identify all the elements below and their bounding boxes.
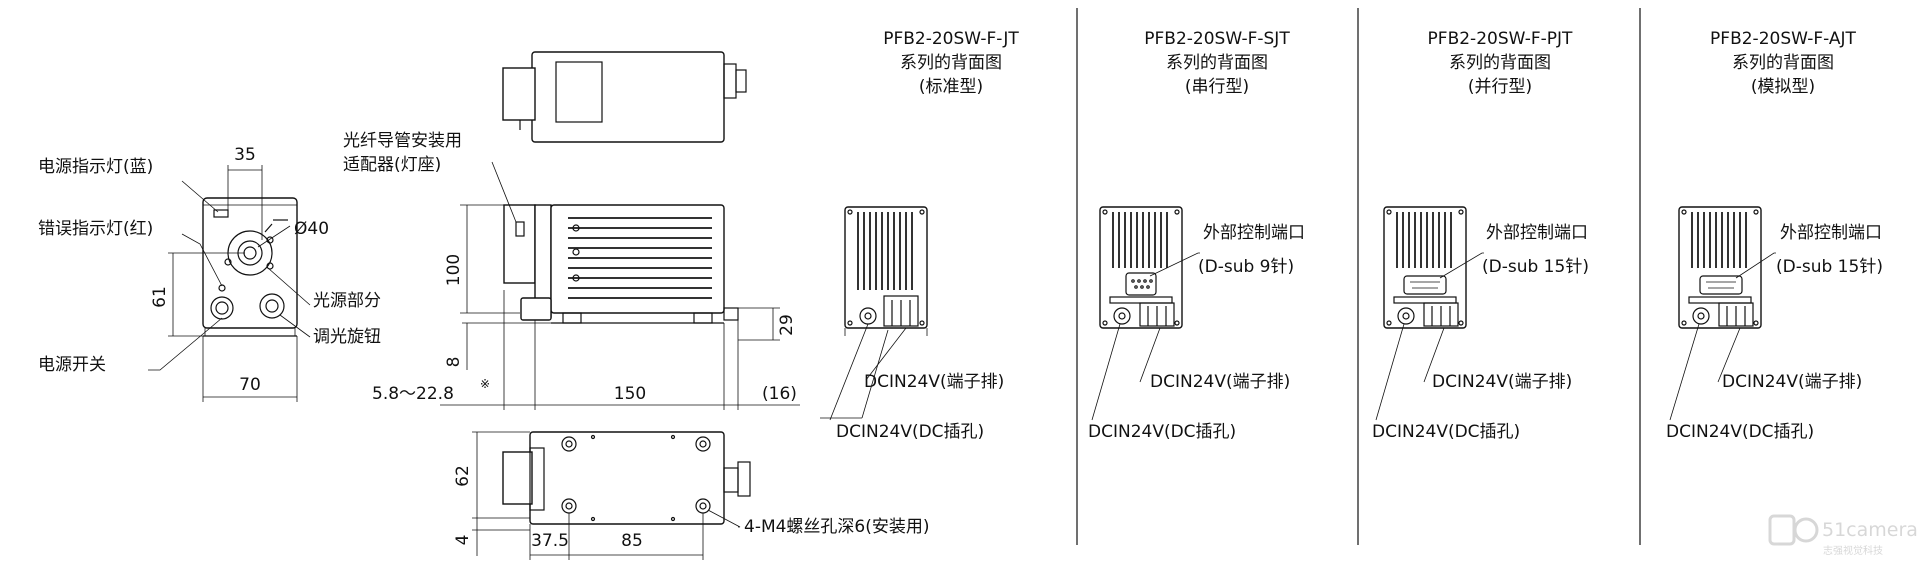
rear-view-analog: PFB2-20SW-F-AJT 系列的背面图 (模拟型) — [1666, 29, 1883, 442]
front-view: 35 Ø40 61 70 电源指示灯(蓝) 错误指示灯(红) 电源开关 光源部分… — [38, 145, 381, 402]
dim-width-top: 35 — [234, 145, 256, 165]
dc-jack — [1692, 307, 1710, 325]
light-source-label: 光源部分 — [313, 291, 381, 311]
dim-diameter: Ø40 — [294, 219, 329, 239]
port-label: 外部控制端口 — [1486, 223, 1588, 243]
rear-grill — [1396, 212, 1452, 268]
side-grill — [568, 217, 712, 299]
side-view: 100 8 5.8～22.8 ※ 150 (16) 29 光纤导管安装用 适配器… — [343, 131, 800, 410]
dsub-connector — [1125, 272, 1157, 296]
dim-offset: 5.8～22.8 — [372, 384, 454, 404]
watermark-brand: 51camera — [1822, 519, 1918, 541]
rear-view-model: PFB2-20SW-F-JT — [883, 29, 1019, 49]
adapter-label-line1: 光纤导管安装用 — [343, 131, 462, 151]
port-label: 外部控制端口 — [1780, 223, 1882, 243]
dim-hole-spacing: 85 — [621, 531, 643, 551]
rear-view-caption: 系列的背面图 — [1166, 53, 1268, 73]
rear-view-serial: PFB2-20SW-F-SJT 系列的背面图 (串行型) — [1088, 29, 1305, 442]
dim-rear: (16) — [762, 384, 797, 404]
rear-view-type: (标准型) — [919, 77, 983, 97]
terminal-label: DCIN24V(端子排) — [1722, 372, 1862, 392]
camera-logo-icon — [1768, 514, 1796, 546]
rear-view-caption: 系列的背面图 — [1449, 53, 1551, 73]
jack-label: DCIN24V(DC插孔) — [1372, 422, 1520, 442]
power-led-label: 电源指示灯(蓝) — [38, 157, 153, 177]
dc-jack — [1397, 307, 1415, 325]
jack-label: DCIN24V(DC插孔) — [836, 422, 984, 442]
rear-view-standard: PFB2-20SW-F-JT 系列的背面图 (标准型) — [820, 29, 1019, 442]
screw-hole — [695, 436, 711, 452]
rear-grill — [1691, 212, 1747, 268]
jack-label: DCIN24V(DC插孔) — [1666, 422, 1814, 442]
rear-view-caption: 系列的背面图 — [900, 53, 1002, 73]
terminal-label: DCIN24V(端子排) — [864, 372, 1004, 392]
rear-grill — [857, 212, 913, 290]
adapter-label-line2: 适配器(灯座) — [343, 155, 441, 175]
watermark: 51camera 志强视觉科技 — [1768, 514, 1918, 557]
rear-view-caption: 系列的背面图 — [1732, 53, 1834, 73]
power-switch — [210, 296, 234, 320]
dim-width-bottom: 70 — [239, 375, 261, 395]
dimmer-knob-label: 调光旋钮 — [313, 327, 381, 347]
dsub-connector — [1699, 275, 1743, 295]
dim-bottom-height: 62 — [453, 465, 473, 487]
dim-height-left: 61 — [150, 286, 170, 308]
power-led — [213, 209, 229, 218]
dim-offset-note: ※ — [480, 377, 490, 391]
rear-view-type: (模拟型) — [1751, 77, 1815, 97]
rear-grill — [1112, 212, 1168, 268]
jack-label: DCIN24V(DC插孔) — [1088, 422, 1236, 442]
dim-foot: 8 — [444, 357, 464, 368]
port-spec: (D-sub 15针) — [1776, 257, 1883, 277]
top-view — [502, 51, 747, 143]
dimmer-knob — [259, 293, 285, 319]
rear-view-model: PFB2-20SW-F-PJT — [1428, 29, 1573, 49]
front-housing — [202, 197, 298, 329]
dsub-connector — [1403, 275, 1447, 295]
rear-view-type: (串行型) — [1185, 77, 1249, 97]
terminal-label: DCIN24V(端子排) — [1150, 372, 1290, 392]
error-led-label: 错误指示灯(红) — [38, 219, 153, 239]
dim-hole-offset: 37.5 — [531, 531, 569, 551]
port-spec: (D-sub 9针) — [1198, 257, 1294, 277]
watermark-tagline: 志强视觉科技 — [1823, 544, 1883, 557]
rear-view-model: PFB2-20SW-F-AJT — [1710, 29, 1857, 49]
bottom-view: 62 4 37.5 85 4-M4螺丝孔深6(安装用) — [453, 431, 930, 560]
port-spec: (D-sub 15针) — [1482, 257, 1589, 277]
dc-jack — [1113, 307, 1131, 325]
screw-label: 4-M4螺丝孔深6(安装用) — [744, 517, 930, 537]
rear-view-type: (并行型) — [1468, 77, 1532, 97]
error-led — [218, 284, 226, 292]
dim-height: 100 — [444, 254, 464, 286]
rear-view-parallel: PFB2-20SW-F-PJT 系列的背面图 (并行型) — [1372, 29, 1589, 442]
rear-view-model: PFB2-20SW-F-SJT — [1144, 29, 1290, 49]
dim-length: 150 — [614, 384, 646, 404]
dim-rear-height: 29 — [777, 314, 797, 336]
power-switch-label: 电源开关 — [38, 355, 106, 375]
screw-hole — [561, 436, 577, 452]
terminal-label: DCIN24V(端子排) — [1432, 372, 1572, 392]
dim-bottom-small: 4 — [453, 535, 473, 546]
port-label: 外部控制端口 — [1203, 223, 1305, 243]
